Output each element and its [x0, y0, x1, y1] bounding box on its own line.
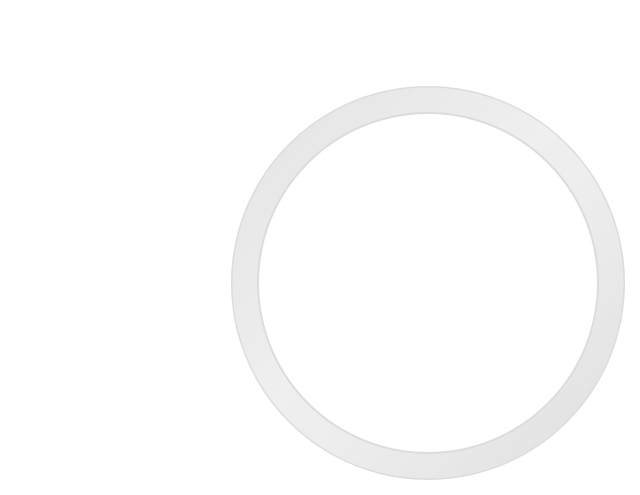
ring-inner-edge — [257, 112, 599, 454]
ring-outer-edge — [231, 86, 625, 480]
ring-band — [232, 87, 624, 479]
